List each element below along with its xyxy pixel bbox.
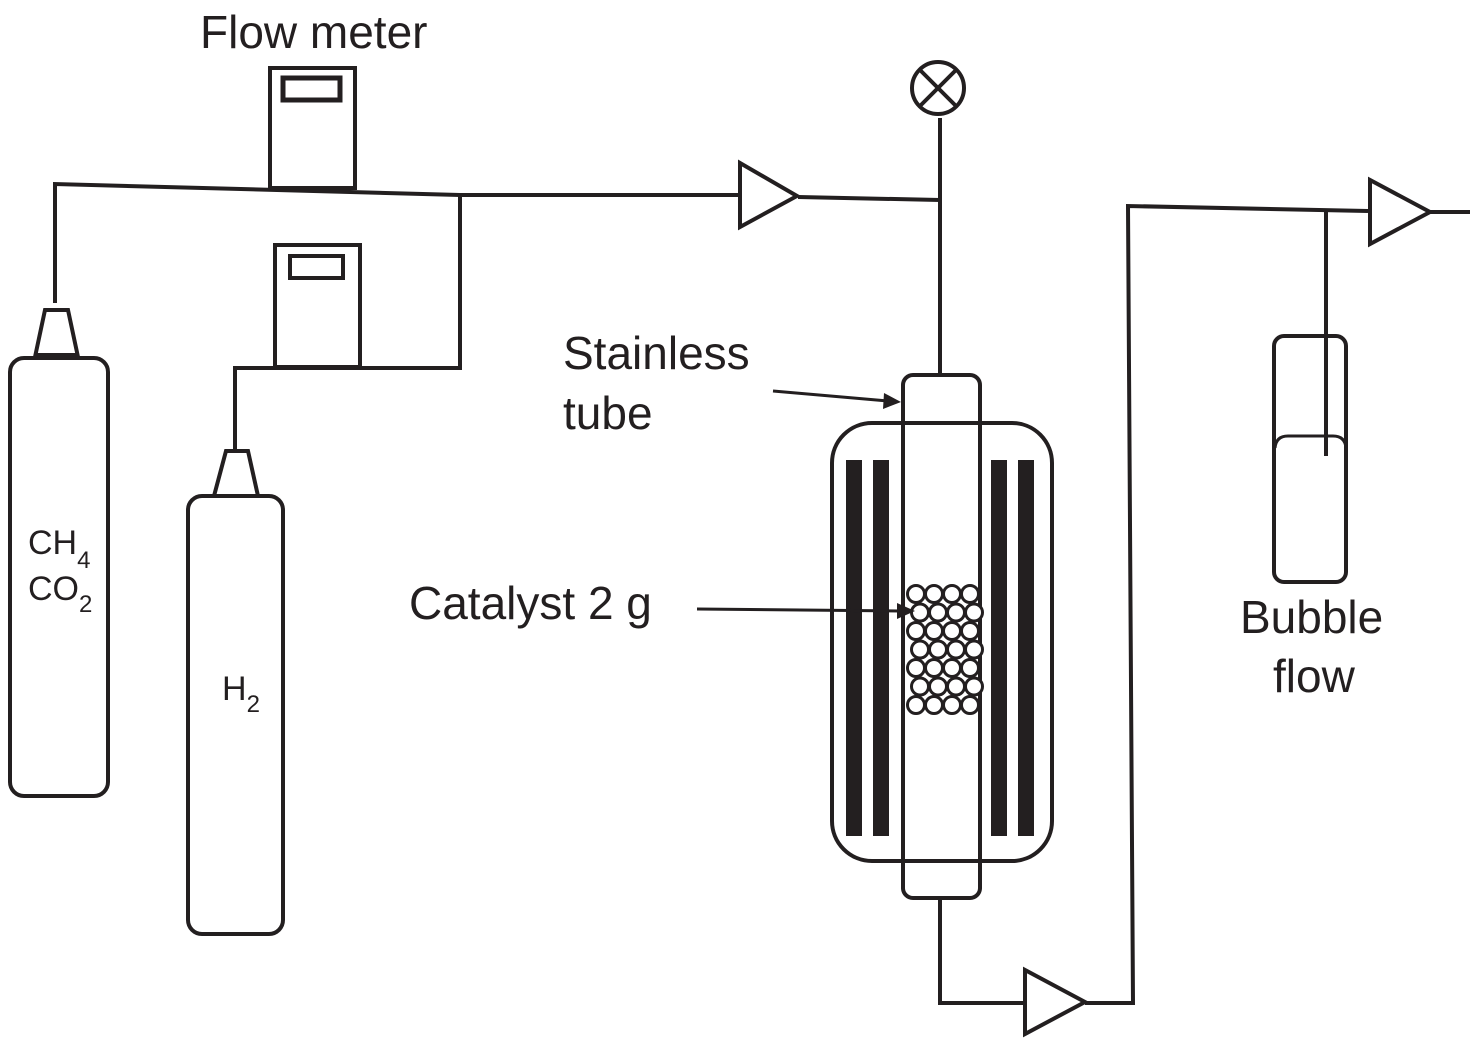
catalyst-bead xyxy=(960,658,980,678)
catalyst-bead xyxy=(910,639,930,660)
catalyst-bead xyxy=(924,621,944,641)
catalyst-bead xyxy=(928,639,948,660)
heating-element xyxy=(846,460,862,836)
flow-meter-1 xyxy=(268,66,357,190)
check-valve-outlet xyxy=(1023,966,1090,1038)
catalyst-bead xyxy=(906,658,926,678)
furnace xyxy=(830,421,1054,863)
catalyst-bead xyxy=(960,695,980,715)
catalyst-bead xyxy=(942,621,962,641)
shutoff-valve xyxy=(910,60,966,116)
heating-element xyxy=(1018,460,1034,836)
gas-cylinder-ch4-co2: CH4 CO2 xyxy=(8,308,110,798)
stainless-tube-label-line2: tube xyxy=(563,387,653,439)
catalyst-bead xyxy=(946,676,966,697)
cylinder-label-line2: CO2 xyxy=(28,570,92,618)
catalyst-bead xyxy=(924,658,944,678)
bubble-flow-meter xyxy=(1272,334,1348,584)
catalyst-bead xyxy=(924,695,944,715)
catalyst-bead xyxy=(960,621,980,641)
check-valve-inlet xyxy=(738,159,802,231)
check-valve-exhaust xyxy=(1368,176,1435,248)
pipe-to-reactor xyxy=(797,195,941,202)
cylinder-label-h2: H2 xyxy=(222,670,260,718)
heating-element xyxy=(991,460,1007,836)
stainless-tube-arrow xyxy=(772,389,901,409)
catalyst-bead xyxy=(964,639,984,660)
catalyst-bead xyxy=(946,602,966,623)
flow-meter-2 xyxy=(273,243,362,369)
flow-meter-display xyxy=(288,254,345,280)
catalyst-bead xyxy=(924,584,944,604)
gas-cylinder-icon xyxy=(8,356,110,798)
piping xyxy=(53,118,1470,1005)
catalyst-bead xyxy=(942,584,962,604)
pipe-to-exhaust xyxy=(1085,203,1369,1005)
flow-meter-display xyxy=(280,75,343,103)
furnace-icon xyxy=(830,421,1054,863)
arrowhead-icon xyxy=(897,603,915,619)
catalyst-bead xyxy=(946,639,966,660)
catalyst-bead xyxy=(906,621,926,641)
stainless-tube-label-line1: Stainless xyxy=(563,327,750,379)
pipe-reactor-outlet xyxy=(938,898,1025,1005)
cylinder-valve-cap xyxy=(211,449,261,498)
stainless-tube-reactor xyxy=(901,373,982,900)
flow-meter-label: Flow meter xyxy=(200,6,427,58)
cylinder-valve-cap xyxy=(32,308,81,359)
catalyst-bead xyxy=(964,602,984,623)
catalyst-bead xyxy=(942,658,962,678)
bubble-flowmeter-icon xyxy=(1272,334,1348,584)
catalyst-label: Catalyst 2 g xyxy=(409,577,652,629)
catalyst-bead xyxy=(906,584,926,604)
catalyst-arrow xyxy=(696,603,915,619)
catalyst-bead xyxy=(928,602,948,623)
catalyst-bead xyxy=(964,676,984,697)
catalyst-bead xyxy=(906,695,926,715)
cylinder-label-line1: CH4 xyxy=(28,524,90,574)
bubble-flow-label-line2: flow xyxy=(1273,650,1356,702)
pipe-main-header xyxy=(53,181,740,303)
bubble-flow-label-line1: Bubble xyxy=(1240,591,1383,643)
catalyst-bead xyxy=(928,676,948,697)
gas-cylinder-h2: H2 xyxy=(186,449,285,936)
catalyst-bead xyxy=(960,584,980,604)
catalyst-bead xyxy=(910,676,930,697)
catalyst-bed xyxy=(906,584,984,715)
catalyst-bead xyxy=(942,695,962,715)
arrowhead-icon xyxy=(883,393,901,409)
bubble-meter-liquid-level xyxy=(1273,434,1348,449)
gas-cylinder-icon xyxy=(186,494,285,936)
heating-element xyxy=(873,460,889,836)
catalyst-bead xyxy=(910,602,930,623)
